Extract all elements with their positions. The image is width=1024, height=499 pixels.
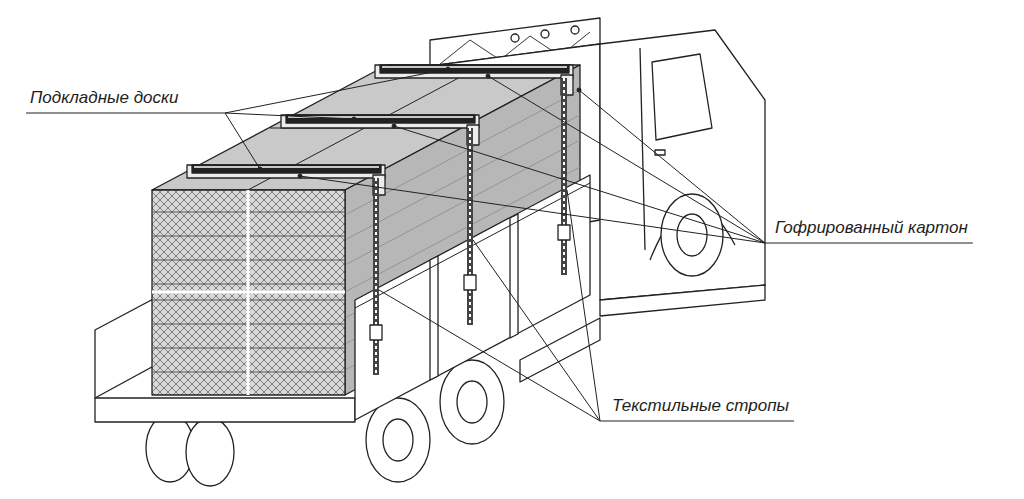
front-wheel xyxy=(661,194,723,276)
callout: Подкладные доски xyxy=(30,88,179,108)
leader-dot xyxy=(486,74,490,78)
bed-floor xyxy=(95,398,355,422)
leader-dot xyxy=(298,174,302,178)
spoiler-hole xyxy=(571,26,579,34)
callout: Гофрированный картон xyxy=(775,218,968,238)
leader-line xyxy=(300,76,765,243)
spoiler-hole xyxy=(511,34,519,42)
leader-line xyxy=(225,69,448,169)
rear-wheel xyxy=(440,360,504,444)
label-underline xyxy=(765,242,973,243)
chassis-box xyxy=(520,318,600,382)
strap-set xyxy=(187,165,385,375)
leader-line xyxy=(379,190,600,421)
callout-label: Подкладные доски xyxy=(30,88,179,108)
cab-window xyxy=(652,54,712,140)
wheel-hub xyxy=(383,419,413,461)
strap-set xyxy=(375,65,573,275)
left-wheel xyxy=(186,418,234,486)
leader-dot xyxy=(577,88,581,92)
leader-dot xyxy=(392,124,396,128)
rear-wheel xyxy=(366,398,430,482)
callout-label: Текстильные стропы xyxy=(612,396,789,416)
cargo-front xyxy=(152,190,345,395)
callout: Текстильные стропы xyxy=(612,396,789,416)
cab-side xyxy=(600,30,765,300)
cargo-gap xyxy=(152,291,345,294)
leader-dot xyxy=(258,167,262,171)
label-underline xyxy=(26,112,225,113)
spoiler-hole xyxy=(541,30,549,38)
board-post xyxy=(510,214,518,338)
wheel-hub xyxy=(457,381,487,423)
leader-dot xyxy=(352,117,356,121)
label-underline xyxy=(600,420,794,421)
board-post xyxy=(430,256,438,380)
leader-dot xyxy=(446,67,450,71)
door-line xyxy=(640,48,645,250)
callout-label: Гофрированный картон xyxy=(775,218,968,238)
cab-bumper xyxy=(600,285,765,316)
strap-set xyxy=(281,115,479,325)
